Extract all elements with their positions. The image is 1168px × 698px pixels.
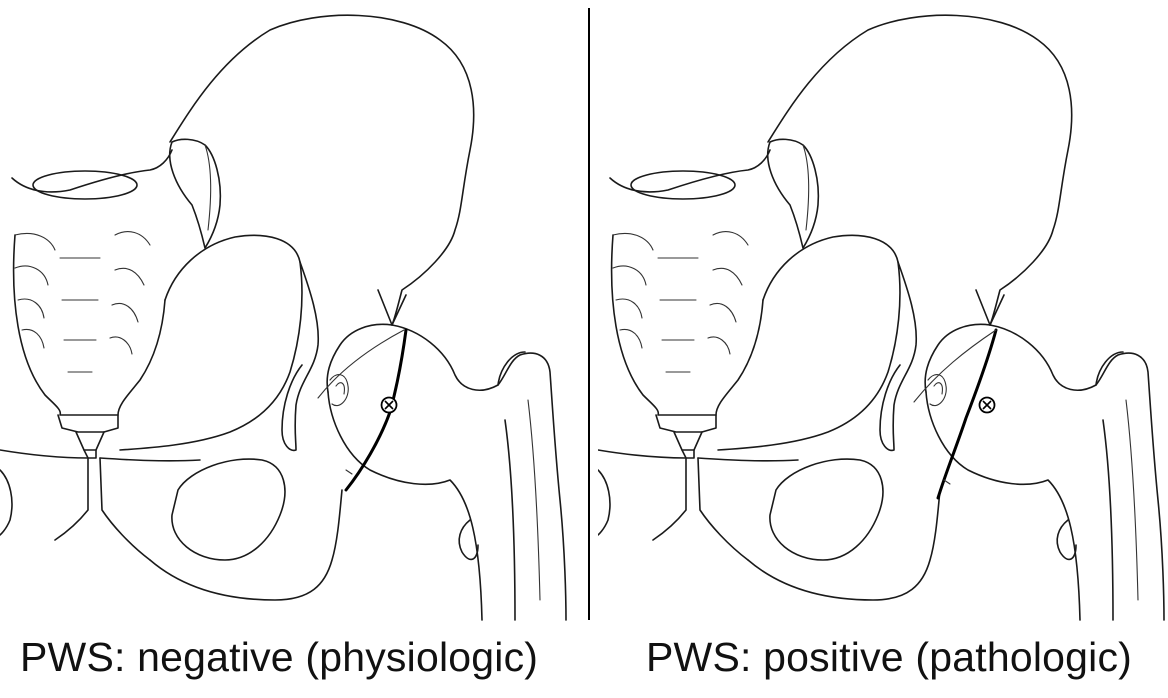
posterior-acetabular-wall-line [346,330,406,490]
pelvis-drawing-positive [598,0,1168,640]
posterior-acetabular-wall-line [938,330,996,498]
pelvis-outline [598,15,1164,620]
center-of-femoral-head-marker [980,398,995,413]
center-of-femoral-head-marker [382,398,397,413]
pelvis-drawing-negative [0,0,584,640]
panel-divider [588,8,590,620]
obturator-foramen [172,459,285,560]
caption-negative: PWS: negative (physiologic) [20,634,538,681]
caption-positive: PWS: positive (pathologic) [646,634,1132,681]
pelvis-outline [0,15,566,620]
obturator-foramen [770,459,883,560]
